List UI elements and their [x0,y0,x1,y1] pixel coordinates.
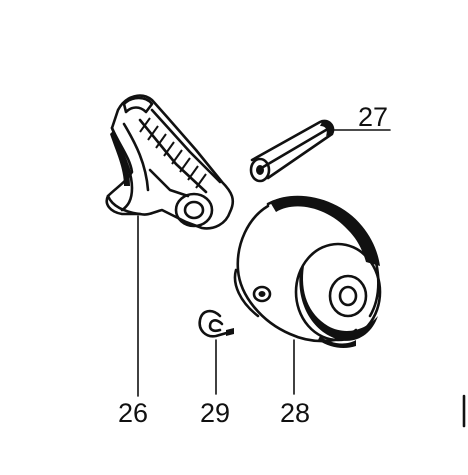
callout-26: 26 [118,398,148,428]
clip-drawing [198,309,234,395]
pin-drawing [249,119,391,183]
callout-28: 28 [280,398,310,428]
callout-27: 27 [358,102,388,132]
rocker-arm-drawing [105,94,235,397]
roller-drawing [233,195,382,395]
callout-29: 29 [200,398,230,428]
